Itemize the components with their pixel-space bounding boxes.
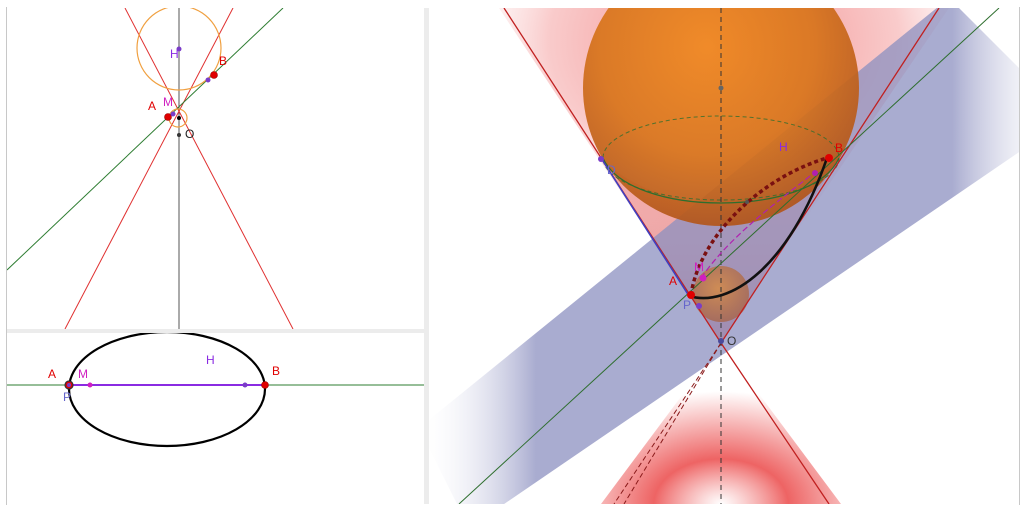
point-A-marker[interactable]	[164, 113, 172, 121]
point-P-marker-2d[interactable]	[67, 383, 71, 387]
generator-line-lower-left	[613, 342, 722, 504]
focal-segment-dashed	[700, 172, 815, 279]
cone-generator-left	[124, 8, 294, 329]
point-H-marker[interactable]	[176, 46, 182, 52]
point-B-tangent-marker[interactable]	[205, 77, 211, 83]
plane-edge-line	[600, 157, 690, 297]
graphics-view-section[interactable]: H B A M O	[7, 8, 424, 329]
plane-trace-3d	[458, 8, 1000, 504]
tangent-center-point[interactable]	[745, 200, 749, 204]
label-H-2d: H	[206, 353, 215, 367]
generator-line-right	[720, 8, 940, 344]
label-P-3d: P	[683, 298, 691, 312]
label-H: H	[170, 47, 179, 61]
small-sphere-center	[177, 116, 181, 120]
ellipse-3d-front[interactable]	[688, 157, 829, 300]
label-O-3d: O	[727, 334, 736, 348]
point-M-marker-3d[interactable]	[699, 274, 707, 282]
cone-generator-right	[64, 8, 234, 329]
large-sphere-circle	[136, 8, 222, 91]
label-M-3d: M	[694, 260, 704, 274]
ellipse-3d-back[interactable]	[689, 156, 828, 296]
generator-line-lower-right	[720, 342, 830, 504]
point-O-marker[interactable]	[177, 133, 181, 137]
label-H-3d: H	[779, 140, 788, 154]
label-M-2d: M	[78, 367, 88, 381]
vertical-splitter[interactable]	[424, 8, 429, 504]
label-A-3d: A	[669, 274, 677, 288]
label-P-2d: P	[63, 390, 71, 404]
sphere-center-point[interactable]	[718, 85, 724, 91]
point-D-marker[interactable]	[598, 156, 604, 162]
point-B-marker-2d[interactable]	[261, 381, 269, 389]
tangent-circle-front	[602, 157, 840, 204]
point-M-marker-2d[interactable]	[87, 382, 93, 388]
horizontal-splitter[interactable]	[7, 329, 424, 333]
point-A-marker-3d[interactable]	[687, 291, 695, 299]
section-canvas[interactable]: H B A M O	[7, 8, 424, 329]
point-B-marker[interactable]	[210, 71, 218, 79]
graphics-view-ellipse[interactable]: A M P H B	[7, 333, 424, 504]
label-B: B	[219, 54, 227, 68]
point-P-marker-3d[interactable]	[696, 303, 702, 309]
label-M: M	[163, 95, 173, 109]
label-B-2d: B	[272, 364, 280, 378]
generator-dashed-a	[623, 342, 722, 504]
label-B-3d: B	[835, 141, 843, 155]
label-O: O	[185, 127, 194, 141]
point-O-marker-3d[interactable]	[718, 338, 724, 344]
graphics-view-3d[interactable]: H D B M A P O	[429, 8, 1019, 504]
3d-canvas[interactable]: H D B M A P O	[429, 8, 1019, 504]
label-D-3d: D	[607, 163, 616, 177]
cutting-plane-surface	[429, 8, 1019, 504]
ellipse-canvas[interactable]: A M P H B	[7, 333, 424, 504]
ellipse-curve[interactable]	[67, 333, 267, 448]
point-M-marker[interactable]	[170, 111, 176, 117]
label-A-2d: A	[48, 367, 56, 381]
point-focus-3d[interactable]	[812, 170, 818, 176]
cutting-plane-trace	[7, 8, 284, 271]
top-strip	[0, 0, 1026, 8]
focus-marker[interactable]	[242, 382, 248, 388]
label-A: A	[148, 99, 156, 113]
point-B-marker-3d[interactable]	[825, 154, 833, 162]
